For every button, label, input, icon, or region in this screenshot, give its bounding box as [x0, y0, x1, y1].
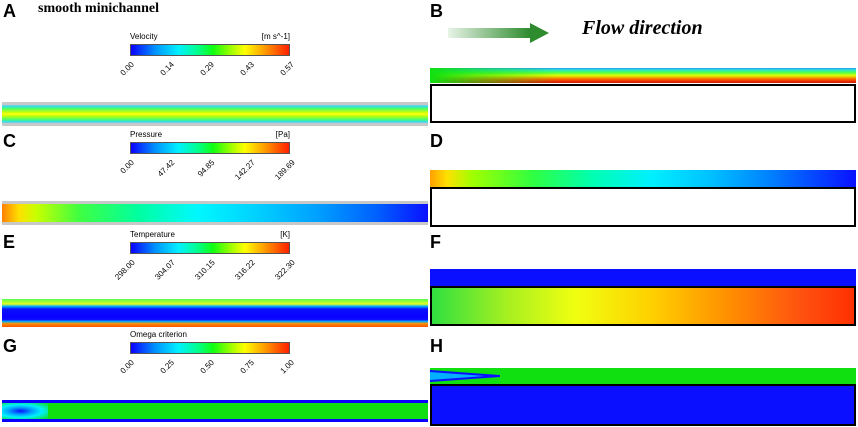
colorbar-gradient — [130, 342, 290, 354]
colorbar-tick: 0.43 — [238, 60, 257, 78]
temperature-fluid-zoom — [430, 269, 856, 286]
flow-direction-label: Flow direction — [582, 17, 703, 39]
pressure-contour-channel — [2, 201, 428, 225]
colorbar-tick: 316.22 — [232, 258, 257, 282]
colorbar-tick: 0.25 — [158, 358, 177, 376]
panel-letter-f: F — [430, 232, 441, 252]
colorbar-tick: 0.00 — [118, 158, 137, 176]
colorbar-unit: [K] — [280, 230, 290, 239]
omega-solid-zoom — [430, 384, 856, 426]
panel-letter-b: B — [430, 1, 443, 21]
colorbar-tick: 0.14 — [158, 60, 177, 78]
colorbar-tick: 0.50 — [198, 358, 217, 376]
colorbar-tick: 94.85 — [195, 158, 217, 179]
colorbar-tick: 310.15 — [192, 258, 217, 282]
colorbar-tick: 0.29 — [198, 60, 217, 78]
colorbar-tick: 142.27 — [232, 158, 257, 182]
flow-direction-arrow-icon — [448, 23, 549, 43]
panel-letter-c: C — [3, 131, 16, 151]
solid-domain-outline — [430, 187, 856, 227]
pressure-colorbar: Pressure [Pa] 0.00 47.42 94.85 142.27 18… — [119, 130, 300, 190]
velocity-contour-zoom — [430, 68, 856, 83]
colorbar-tick: 0.75 — [238, 358, 257, 376]
colorbar-tick: 322.30 — [272, 258, 297, 282]
omega-contour-channel — [2, 400, 428, 422]
omega-colorbar: Omega criterion 0.00 0.25 0.50 0.75 1.00 — [119, 330, 300, 394]
colorbar-tick: 189.69 — [272, 158, 297, 182]
colorbar-unit: [Pa] — [275, 130, 290, 139]
temperature-colorbar: Temperature [K] 298.00 304.07 310.15 316… — [113, 230, 300, 294]
colorbar-tick: 298.00 — [112, 258, 137, 282]
omega-fluid-zoom — [430, 368, 856, 384]
colorbar-tick: 304.07 — [152, 258, 177, 282]
panel-letter-a: A — [3, 1, 16, 21]
colorbar-tick: 0.00 — [118, 60, 137, 78]
panel-letter-e: E — [3, 232, 16, 252]
panel-letter-h: H — [430, 336, 443, 356]
colorbar-tick: 0.00 — [118, 358, 137, 376]
panel-letter-d: D — [430, 131, 443, 151]
temperature-solid-zoom — [430, 286, 856, 326]
colorbar-tick: 0.57 — [278, 60, 297, 78]
colorbar-title: Pressure — [130, 130, 163, 139]
colorbar-title: Omega criterion — [130, 330, 187, 339]
colorbar-title: Temperature — [130, 230, 175, 239]
colorbar-unit: [m s^-1] — [261, 32, 290, 41]
panel-letter-g: G — [3, 336, 18, 356]
panel-a-title: smooth minichannel — [38, 1, 159, 16]
colorbar-tick: 47.42 — [155, 158, 177, 179]
colorbar-gradient — [130, 142, 290, 154]
colorbar-tick: 1.00 — [278, 358, 297, 376]
colorbar-title: Velocity — [130, 32, 158, 41]
temperature-contour-channel — [2, 299, 428, 327]
pressure-contour-zoom — [430, 170, 856, 187]
velocity-colorbar: Velocity [m s^-1] 0.00 0.14 0.29 0.43 0.… — [119, 32, 300, 92]
solid-domain-outline — [430, 84, 856, 123]
colorbar-gradient — [130, 242, 290, 254]
velocity-contour-channel — [2, 102, 428, 126]
colorbar-gradient — [130, 44, 290, 56]
